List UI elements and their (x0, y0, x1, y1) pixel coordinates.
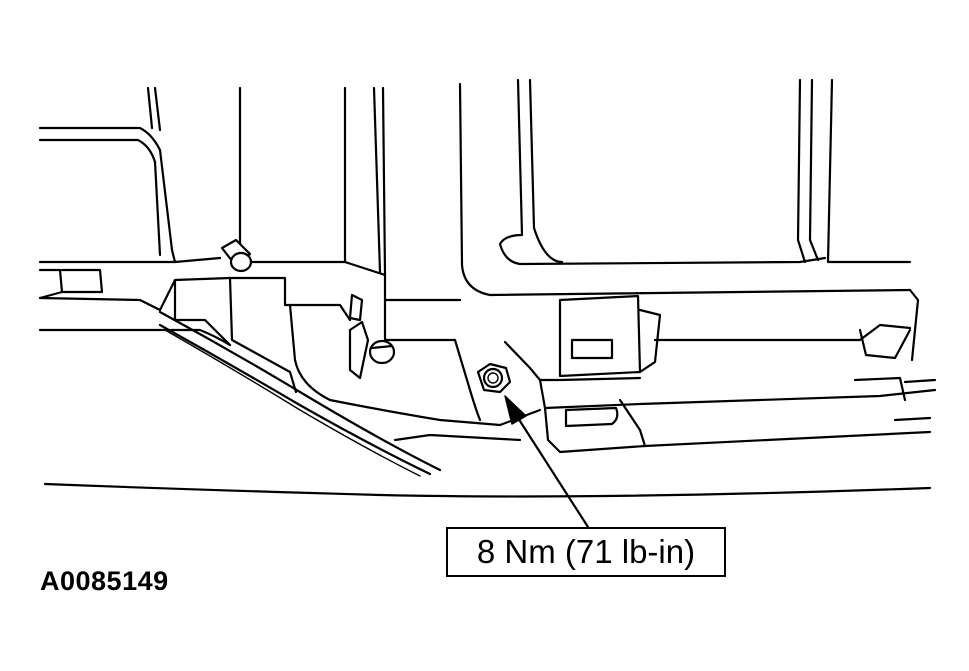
fastener-nut-icon (476, 362, 512, 394)
left-bracket (348, 293, 396, 380)
torque-callout: 8 Nm (71 lb-in) (446, 527, 726, 577)
figure-id-label: A0085149 (40, 566, 169, 596)
right-window-frame (458, 78, 912, 297)
center-vertical-panel (238, 86, 387, 277)
callout-leader-arrow (504, 395, 590, 529)
lower-body-edges (38, 273, 462, 402)
bottom-trim-edge (43, 482, 932, 498)
locating-pin (220, 238, 253, 273)
torque-value-label: 8 Nm (71 lb-in) (476, 533, 696, 570)
right-lower-assembly (503, 288, 937, 454)
lower-sweep-curves (158, 310, 542, 477)
left-upper-housing (38, 86, 222, 300)
